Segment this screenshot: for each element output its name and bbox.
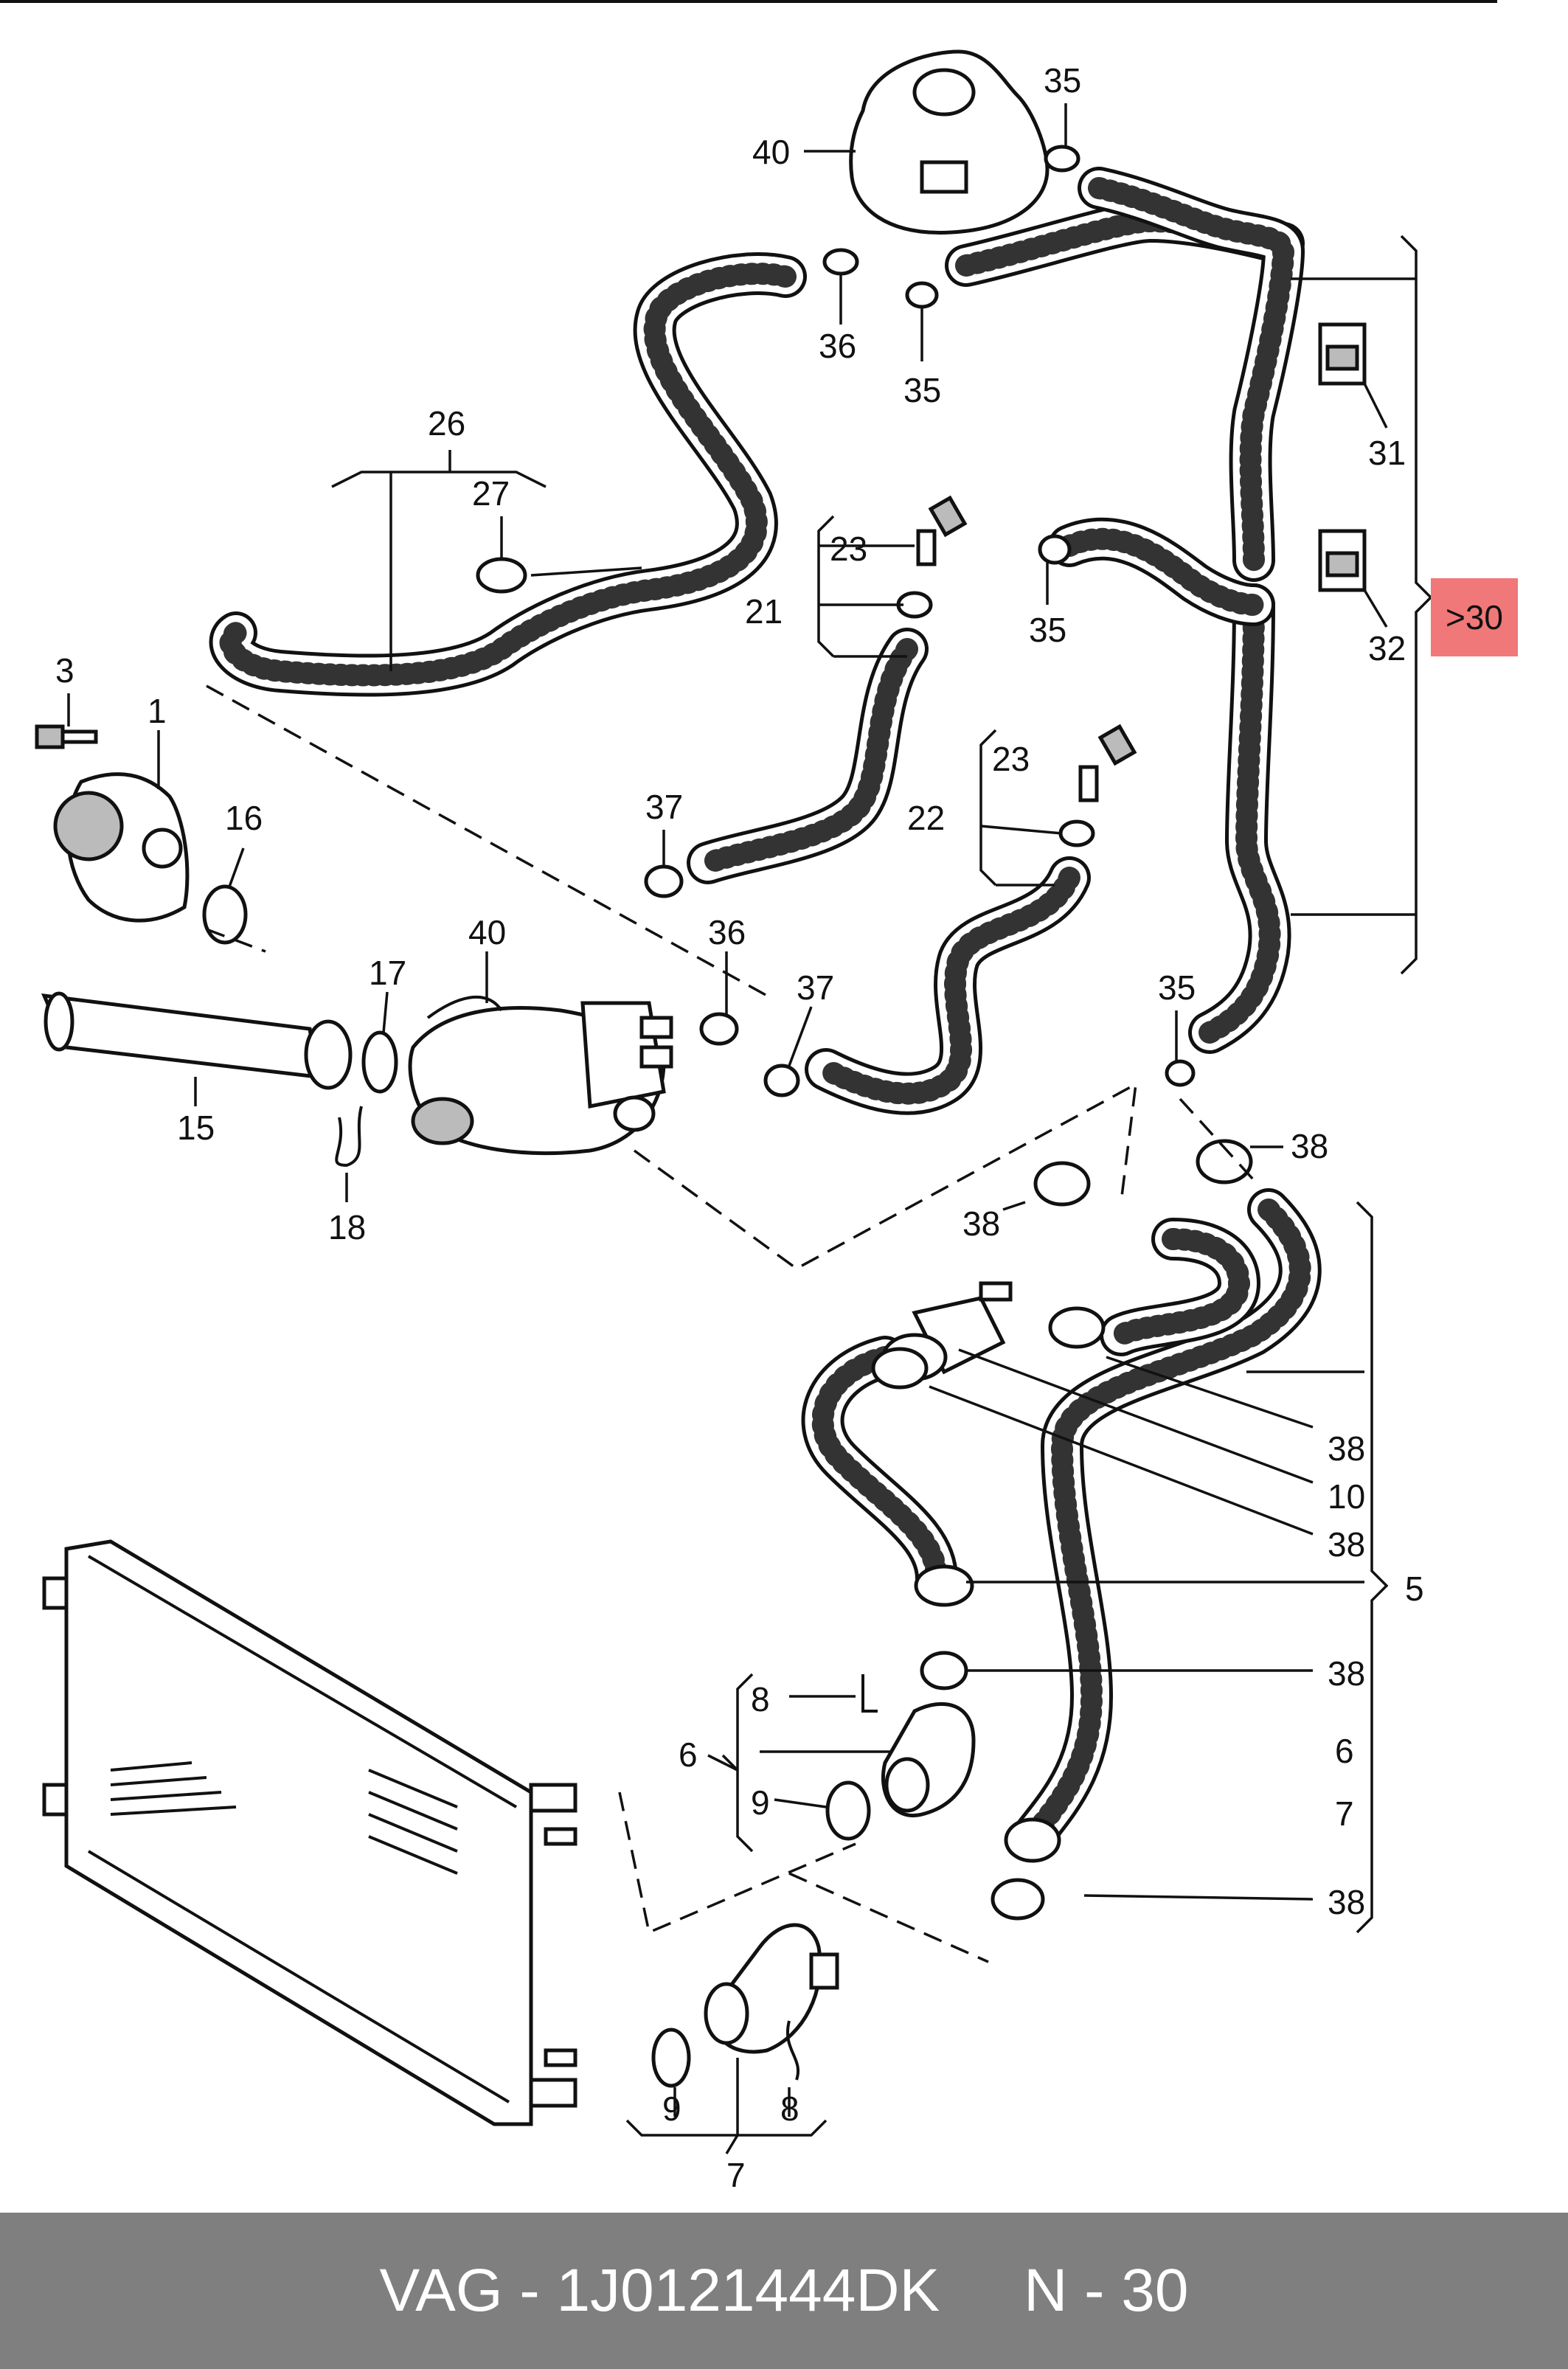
callout-clamp-38-f: 38 [1328,1883,1365,1921]
clamp-27 [476,557,527,594]
dashed-guides [206,684,1255,1963]
clamp-38-d [871,1347,929,1390]
hose-26 [209,252,807,697]
o-ring-9-b [651,2028,691,2088]
hose-5-b [1011,1188,1322,1858]
connector-7 [704,1923,839,2054]
clip-8-a [861,1674,878,1713]
clamp-37-a [644,864,684,898]
callout-flange-10: 10 [1328,1477,1365,1516]
callout-bracket-b: 32 [1368,629,1406,667]
callout-clamp-38-c: 38 [1328,1429,1365,1468]
footer-part-number: VAG - 1J0121444DK N - 30 [379,2257,1189,2324]
highlight-callout-30[interactable]: >30 [1431,578,1518,656]
clamp-38-c [1048,1306,1106,1349]
pipe-15 [41,991,353,1090]
water-pump [53,772,190,923]
hose-35-mid [1048,517,1275,626]
expansion-tank [849,49,1050,235]
hose-right-vertical [1188,583,1291,1054]
callout-clamp-38-a: 38 [962,1204,1000,1243]
callout-bolt: 3 [55,651,74,690]
hoses [209,167,1322,1858]
o-ring-16 [202,884,248,945]
leaders [67,103,1433,2154]
clamp-35-mid [1038,534,1072,565]
highlight-label: 30 [1465,598,1504,637]
callout-connector-22: 23 [992,740,1030,778]
callout-clip-8-b: 8 [780,2089,799,2128]
callouts: 40 35 36 35 26 27 21 23 35 31 32 3 1 16 … [55,61,1424,2194]
callout-clamp-tank-right: 35 [903,371,941,409]
connector-23-b [1078,724,1137,802]
diagram-svg: 40 35 36 35 26 27 21 23 35 31 32 3 1 16 … [0,0,1497,2194]
parts-diagram: 40 35 36 35 26 27 21 23 35 31 32 3 1 16 … [0,0,1518,2194]
bracket-32 [1318,529,1367,592]
callout-oring-9-a: 9 [751,1783,770,1822]
o-ring-9-a [825,1780,871,1841]
clamp-38-e [920,1651,968,1690]
parts [35,49,1367,2126]
clamp-37-b [763,1064,800,1097]
callout-clamp-38-b: 38 [1291,1127,1328,1165]
callout-tank: 40 [752,133,790,171]
highlight-arrow-glyph: > [1445,598,1465,637]
callout-group-7-right: 7 [1335,1794,1354,1833]
o-ring-17 [361,1030,398,1094]
callout-clamp-37-a: 37 [645,788,683,826]
callout-group-7-bottom: 7 [726,2156,746,2194]
clip-8-b [786,2020,799,2081]
hose-22 [805,856,1091,1115]
callout-flange-17: 17 [369,954,406,992]
callout-group-6-left: 6 [679,1735,698,1774]
callout-hose-clamp-top: 27 [472,474,510,513]
callout-bracket-a: 31 [1368,434,1406,472]
clamp-22 [1058,819,1095,847]
callout-housing: 40 [468,913,506,951]
bolt-3 [35,724,98,749]
callout-clamp-38-d: 38 [1328,1525,1365,1564]
clamp-36-top [822,248,859,276]
clamp-36-b [699,1012,739,1046]
hose-5-c [1100,1218,1260,1356]
clamp-38-b [1196,1139,1253,1184]
callout-clip-18: 18 [328,1208,366,1246]
callout-hose-group-5: 5 [1405,1569,1424,1608]
hose-tank-upper [1078,167,1305,582]
bracket-31 [1318,322,1367,386]
connector-6 [881,1702,976,1817]
callout-clamp-mid: 35 [1029,611,1066,649]
connector-23-a [916,495,968,566]
clamps [476,145,1253,1921]
callout-hose-group-21: 21 [745,592,783,631]
callout-clip-8-a: 8 [751,1680,770,1718]
clamp-5-b [1004,1817,1061,1863]
callout-clamp-top-right: 35 [1044,61,1081,100]
callout-hose-group-top: 26 [428,404,465,443]
callout-clamp-38-e: 38 [1328,1654,1365,1693]
thermostat-housing [408,995,673,1156]
callout-oring-pump: 16 [225,799,263,837]
footer-bar: VAG - 1J0121444DK N - 30 [0,2213,1568,2369]
clamp-35-tank [905,281,939,309]
callout-connector-21: 23 [830,530,867,568]
callout-clamp-tank-left: 36 [819,327,856,365]
clip-18 [335,1106,363,1168]
clamp-35-top [1044,145,1080,173]
callout-hose-group-22: 22 [907,799,945,837]
callout-water-pump: 1 [148,692,167,730]
clamp-38-f [991,1878,1045,1921]
callout-group-6-right: 6 [1335,1732,1354,1770]
radiator [42,1539,577,2126]
callout-oring-9-b: 9 [662,2089,681,2128]
clamp-5-a [914,1564,974,1607]
clamp-38-a [1033,1161,1091,1207]
hose-5-a [801,1336,958,1600]
callout-pipe-15: 15 [177,1109,215,1147]
callout-clamp-37-b: 37 [797,968,834,1007]
callout-clamp-35-c: 35 [1158,968,1196,1007]
callout-clamp-36-b: 36 [708,913,746,951]
hose-21 [687,628,929,884]
clamp-35-c [1165,1059,1196,1087]
